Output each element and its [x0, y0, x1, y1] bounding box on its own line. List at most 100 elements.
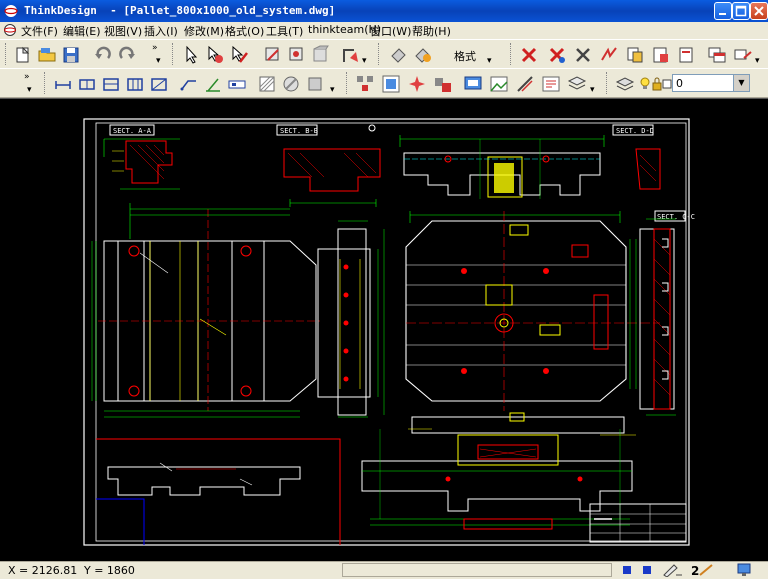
thinkdesign-logo-icon	[4, 5, 18, 17]
toolbar-grip[interactable]	[378, 43, 382, 65]
new-file-icon[interactable]	[12, 44, 34, 66]
dimension-linear-icon[interactable]	[52, 73, 74, 95]
chevron-down-icon[interactable]: ▼	[733, 75, 749, 91]
menu-help[interactable]: 帮助(H)	[412, 25, 451, 38]
dropdown-arrow-icon[interactable]: ▾	[590, 85, 595, 95]
toolbar-grip[interactable]	[346, 72, 350, 94]
multi-window-icon[interactable]	[706, 44, 728, 66]
menu-format[interactable]: 格式(O)	[225, 25, 265, 38]
menu-tools[interactable]: 工具(T)	[266, 25, 304, 38]
layer-manager-icon[interactable]	[566, 73, 588, 95]
drawing-canvas[interactable]: SECT. A-A SECT. B-B SECT. D-D SECT. C-C	[0, 98, 768, 561]
toolbar-overflow-chevron-icon[interactable]: »	[24, 72, 30, 82]
snap-object-icon[interactable]	[310, 44, 332, 66]
snap-grid-icon[interactable]	[286, 44, 308, 66]
layer-color-swatch-icon[interactable]	[662, 73, 672, 95]
snap-mode-icon[interactable]	[340, 44, 362, 66]
properties-icon[interactable]	[540, 73, 562, 95]
explode-icon[interactable]	[406, 73, 428, 95]
dropdown-arrow-icon[interactable]: ▾	[330, 85, 335, 95]
datum-icon[interactable]	[226, 73, 248, 95]
close-button[interactable]	[750, 2, 768, 20]
status-bar: X = 2126.81 Y = 1860 2	[0, 561, 768, 579]
paste-entity-icon[interactable]	[650, 44, 672, 66]
color-paint-icon[interactable]	[388, 44, 410, 66]
layers-stack-icon[interactable]	[614, 73, 636, 95]
minimize-icon	[719, 13, 726, 15]
toolbar-grip[interactable]	[5, 43, 9, 65]
middle-section-view	[317, 220, 385, 418]
close-icon	[754, 6, 764, 16]
select-edit-icon[interactable]	[228, 44, 250, 66]
toolbar-overflow-chevron-icon[interactable]: »	[152, 43, 158, 53]
select-arrow-icon[interactable]	[180, 44, 202, 66]
dimension-aligned-icon[interactable]	[76, 73, 98, 95]
status-message-field	[342, 563, 612, 577]
document-icon[interactable]	[3, 23, 17, 37]
maximize-button[interactable]	[732, 2, 750, 20]
menu-view[interactable]: 视图(V)	[104, 25, 143, 38]
toolbar-grip[interactable]	[606, 72, 610, 94]
ortho-toggle-icon[interactable]	[640, 563, 654, 577]
snap-box-icon[interactable]	[262, 44, 284, 66]
section-label: SECT. C-C	[657, 213, 695, 221]
dropdown-arrow-icon[interactable]: ▾	[362, 56, 367, 66]
menu-insert[interactable]: 插入(I)	[144, 25, 178, 38]
dropdown-arrow-icon[interactable]: ▾	[27, 85, 32, 95]
group-icon[interactable]	[432, 73, 454, 95]
xref-icon[interactable]	[462, 73, 484, 95]
color-palette-icon[interactable]	[412, 44, 434, 66]
redo-icon[interactable]	[116, 44, 138, 66]
monitor-icon[interactable]	[736, 563, 752, 577]
top-section-view	[399, 135, 661, 199]
dropdown-arrow-icon[interactable]: ▾	[156, 56, 161, 66]
dimension-angular-icon[interactable]	[148, 73, 170, 95]
document-properties-icon[interactable]	[676, 44, 698, 66]
format-label: 格式	[454, 50, 476, 63]
break-icon[interactable]	[598, 44, 620, 66]
toolbar-grip[interactable]	[44, 72, 48, 94]
menu-edit[interactable]: 编辑(E)	[63, 25, 101, 38]
gradient-icon[interactable]	[280, 73, 302, 95]
minimize-button[interactable]	[714, 2, 732, 20]
trim-icon[interactable]	[546, 44, 568, 66]
dimension-style-icon[interactable]: 2	[690, 563, 716, 577]
undo-icon[interactable]	[92, 44, 114, 66]
select-filter-icon[interactable]	[204, 44, 226, 66]
tolerance-icon[interactable]	[202, 73, 224, 95]
hatch-icon[interactable]	[256, 73, 278, 95]
boundary-icon[interactable]	[304, 73, 326, 95]
menu-window[interactable]: 窗口(W)	[370, 25, 412, 38]
layer-on-bulb-icon[interactable]	[638, 73, 652, 95]
save-icon[interactable]	[60, 44, 82, 66]
dropdown-arrow-icon[interactable]: ▾	[755, 56, 760, 66]
leader-icon[interactable]	[178, 73, 200, 95]
pen-tool-icon[interactable]	[662, 563, 684, 577]
layer-lock-icon[interactable]	[651, 73, 663, 95]
open-folder-icon[interactable]	[36, 44, 58, 66]
toolbar-grip[interactable]	[172, 43, 176, 65]
title-bar: ThinkDesign - [Pallet_800x1000_old_syste…	[0, 0, 768, 22]
grid-toggle-icon[interactable]	[620, 563, 634, 577]
window-title: ThinkDesign - [Pallet_800x1000_old_syste…	[24, 4, 335, 17]
measure-icon[interactable]	[514, 73, 536, 95]
block-insert-icon[interactable]	[354, 73, 376, 95]
cad-drawing: SECT. A-A SECT. B-B SECT. D-D SECT. C-C	[83, 118, 695, 546]
extend-icon[interactable]	[572, 44, 594, 66]
block-define-icon[interactable]	[380, 73, 402, 95]
layer-select[interactable]: 0 ▼	[672, 74, 750, 92]
window-layout-icon[interactable]	[732, 44, 754, 66]
copy-entity-icon[interactable]	[624, 44, 646, 66]
menu-thinkteam[interactable]: thinkteam(H)	[308, 23, 382, 36]
image-attach-icon[interactable]	[488, 73, 510, 95]
dimension-baseline-icon[interactable]	[100, 73, 122, 95]
menu-file[interactable]: 文件(F)	[21, 25, 58, 38]
section-label: SECT. A-A	[113, 127, 152, 135]
section-a-a-detail	[103, 138, 180, 190]
dimension-continue-icon[interactable]	[124, 73, 146, 95]
delete-icon[interactable]	[518, 44, 540, 66]
dropdown-arrow-icon[interactable]: ▾	[487, 56, 492, 66]
menu-modify[interactable]: 修改(M)	[184, 25, 225, 38]
toolbar-grip[interactable]	[510, 43, 514, 65]
layer-select-value: 0	[676, 77, 683, 90]
